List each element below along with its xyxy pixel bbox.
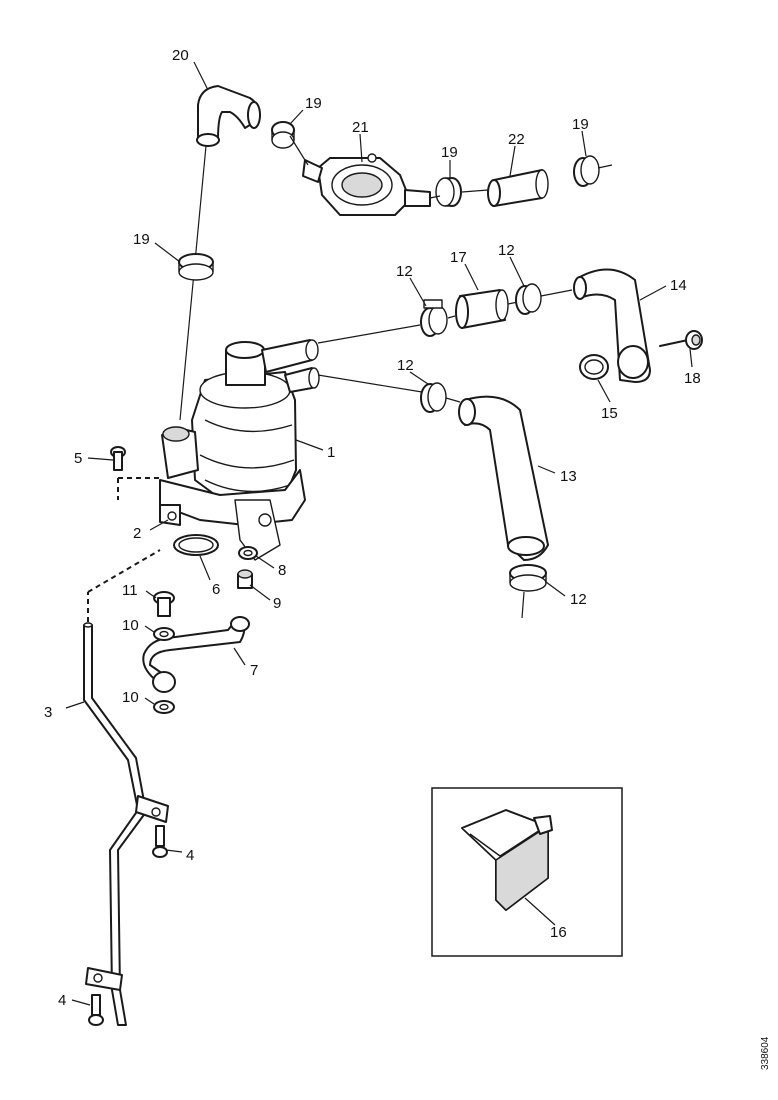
callout-10-b: 10 xyxy=(122,689,139,706)
part-4-bolt-lower xyxy=(88,994,104,1026)
callout-19-a: 19 xyxy=(305,95,322,112)
part-19-clamp-a xyxy=(271,121,295,149)
part-7-banjo-eye xyxy=(152,671,176,693)
guide-line-20 xyxy=(179,145,207,421)
callout-8: 8 xyxy=(278,562,286,579)
callout-20: 20 xyxy=(172,47,189,64)
part-8-washer xyxy=(238,546,258,560)
callout-12-b: 12 xyxy=(498,242,515,259)
callout-12-d: 12 xyxy=(570,591,587,608)
callout-3: 3 xyxy=(44,704,52,721)
callout-9: 9 xyxy=(273,595,281,612)
part-12-clamp-bottom xyxy=(509,564,547,592)
part-12-clamp-third xyxy=(420,382,447,413)
callout-5: 5 xyxy=(74,450,82,467)
callout-4-b: 4 xyxy=(58,992,66,1009)
callout-14: 14 xyxy=(670,277,687,294)
callout-18: 16 xyxy=(550,924,567,941)
callout-19-c: 19 xyxy=(572,116,589,133)
callout-15: 15 xyxy=(601,405,618,422)
callout-2: 2 xyxy=(133,525,141,542)
callout-19-b: 19 xyxy=(441,144,458,161)
callout-13: 13 xyxy=(560,468,577,485)
callout-16: 18 xyxy=(684,370,701,387)
callout-17: 17 xyxy=(450,249,467,266)
callout-7: 7 xyxy=(250,662,258,679)
part-11-banjo-bolt xyxy=(153,591,175,617)
part-1-air-pump xyxy=(159,339,320,561)
part-10-washer-upper xyxy=(153,627,175,641)
callout-21: 21 xyxy=(352,119,369,136)
part-14-bent-hose xyxy=(573,268,651,383)
callout-12-c: 12 xyxy=(397,357,414,374)
part-22-straight-hose xyxy=(487,169,549,207)
part-19-clamp-b xyxy=(435,177,462,207)
figure-reference-code: 338604 xyxy=(760,1036,771,1070)
callout-1: 1 xyxy=(327,444,335,461)
callout-6: 6 xyxy=(212,581,220,598)
callout-numbers: 20 19 21 19 22 19 19 12 17 12 14 18 15 1… xyxy=(44,47,701,1009)
part-10-washer-lower xyxy=(153,700,175,714)
inset-frame xyxy=(431,787,623,957)
part-18-cover xyxy=(461,809,553,911)
part-5-bolt xyxy=(110,446,126,471)
part-12-clamp-upper xyxy=(420,299,448,337)
part-13-long-hose xyxy=(458,395,549,561)
part-3-tube xyxy=(83,622,169,1026)
part-20-elbow-hose xyxy=(196,85,261,147)
part-19-clamp-d xyxy=(178,253,214,281)
part-16-bolt xyxy=(659,330,703,350)
part-19-clamp-c xyxy=(573,155,600,187)
part-6-gasket xyxy=(173,534,219,556)
callout-4-a: 4 xyxy=(186,847,194,864)
callout-12-a: 12 xyxy=(396,263,413,280)
callout-22: 22 xyxy=(508,131,525,148)
callout-leaders xyxy=(65,61,693,1006)
part-21-thermostat-housing xyxy=(302,153,431,216)
callout-10-a: 10 xyxy=(122,617,139,634)
callout-19-d: 19 xyxy=(133,231,150,248)
part-12-clamp-second xyxy=(515,283,542,315)
part-4-bolt-upper xyxy=(152,825,168,858)
callout-11: 11 xyxy=(122,582,138,599)
part-9-fitting xyxy=(237,569,253,589)
part-17-sleeve xyxy=(455,289,509,329)
part-15-clamp xyxy=(579,354,609,380)
